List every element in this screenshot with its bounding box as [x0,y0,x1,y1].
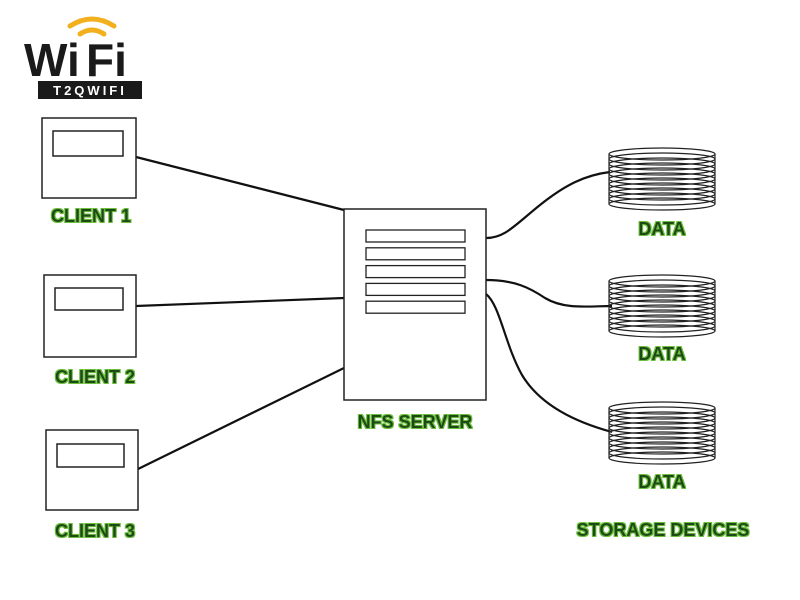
server-slot [365,247,466,261]
link-server-storage1 [485,170,611,240]
storage-3-label: DATA [638,472,685,492]
server-slot [365,282,466,297]
link-server-storage3 [485,293,613,434]
link-client2-server [135,296,345,308]
client-1-label: CLIENT 1 [51,206,131,226]
server-label: NFS SERVER [358,412,473,432]
signal-arc-outer [67,16,117,29]
client-box [41,117,137,199]
link-server-storage2 [485,278,613,308]
client-box [45,429,139,511]
server-slots [365,229,466,314]
storage-2-label: DATA [638,344,685,364]
client-1 [41,117,137,199]
client-2 [43,274,137,358]
client-3 [45,429,139,511]
client-screen [54,287,124,311]
storage-1-label: DATA [638,219,685,239]
client-screen [52,130,124,157]
connections [135,155,613,471]
storage-device-2 [608,274,716,338]
server-slot [365,300,466,314]
link-client1-server [135,155,345,212]
logo-word-fi: Fi [86,34,127,86]
t2qwifi-logo: Wi Fi T2QWIFI [24,16,142,99]
storage-devices [608,147,716,465]
client-screen [56,443,125,468]
client-3-label: CLIENT 3 [55,521,135,541]
logo-word-wi: Wi [24,34,80,86]
signal-arc-inner [77,27,107,37]
client-2-label: CLIENT 2 [55,367,135,387]
link-client3-server [135,367,345,471]
logo-tagline-bg [38,81,142,99]
server-slot [365,229,466,243]
wifi-signal-icon [67,16,117,37]
labels: CLIENT 1 CLIENT 2 CLIENT 3 NFS SERVER DA… [51,206,749,541]
server-slot [365,264,466,279]
logo-tagline: T2QWIFI [53,83,127,98]
storage-device-1 [608,147,716,211]
storage-group-label: STORAGE DEVICES [577,520,750,540]
nfs-server [343,208,487,401]
storage-device-3 [608,401,716,465]
